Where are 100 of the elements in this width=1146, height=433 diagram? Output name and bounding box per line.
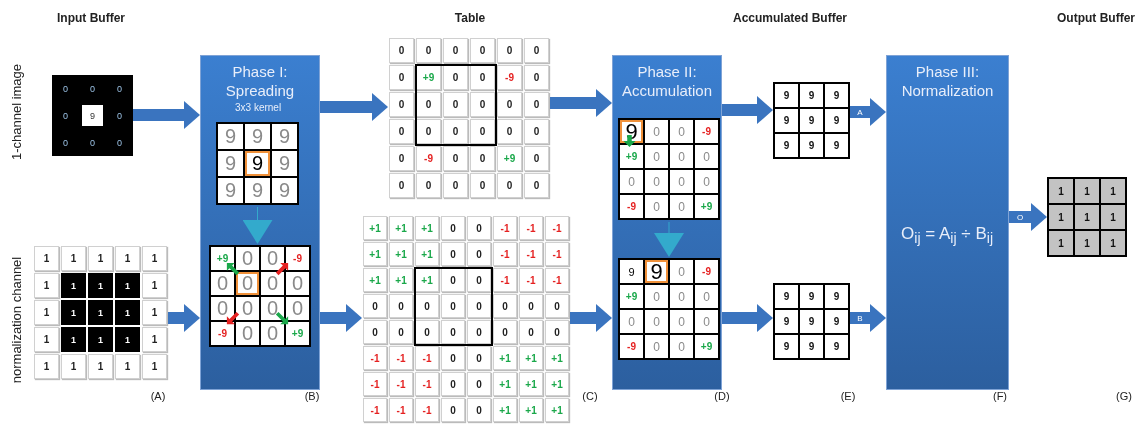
- table-cell: 0: [234, 320, 261, 347]
- table-cell: 9: [270, 176, 299, 205]
- table-cell: 0: [415, 320, 439, 344]
- table-cell: 1: [88, 300, 113, 325]
- panel-letter: (D): [714, 390, 730, 402]
- table-cell: 0: [519, 294, 543, 318]
- table-cell: 0: [470, 92, 495, 117]
- table-cell: +1: [389, 216, 413, 240]
- table-cell: 1: [61, 327, 86, 352]
- table-cell: -1: [389, 398, 413, 422]
- table-cell: +1: [389, 242, 413, 266]
- table-cell: +1: [545, 372, 569, 396]
- table-cell: -9: [618, 333, 645, 360]
- table-cell: 0: [470, 38, 495, 63]
- table-cell: 1: [142, 327, 167, 352]
- table-cell: 0: [668, 333, 695, 360]
- edge-label: O: [1015, 212, 1025, 222]
- table-cell: 0: [443, 173, 468, 198]
- table-cell: 0: [467, 398, 491, 422]
- number-grid: [216, 122, 299, 205]
- table-cell: -1: [415, 372, 439, 396]
- table-cell: 1: [61, 246, 86, 271]
- number-grid: [773, 283, 850, 360]
- table-cell: +1: [389, 268, 413, 292]
- table-cell: 1: [34, 300, 59, 325]
- table-cell: -1: [545, 216, 569, 240]
- table-cell: 1: [34, 246, 59, 271]
- table-cell: 0: [643, 333, 670, 360]
- panel-letter: (A): [150, 390, 166, 402]
- table-cell: 1: [1099, 229, 1127, 257]
- table-cell: 1: [88, 327, 113, 352]
- panel-letter: (C): [582, 390, 598, 402]
- table-cell: 0: [693, 283, 720, 310]
- column-heading: Accumulated Buffer: [733, 11, 847, 25]
- arrow: [133, 101, 200, 129]
- table-cell: +1: [519, 346, 543, 370]
- table-cell: 0: [467, 268, 491, 292]
- table-cell: 0: [416, 119, 441, 144]
- table-cell: 0: [470, 173, 495, 198]
- table-cell: 0: [441, 242, 465, 266]
- table-cell: 0: [524, 38, 549, 63]
- table-cell: -1: [519, 268, 543, 292]
- table-cell: 0: [524, 119, 549, 144]
- panel-letter: (B): [304, 390, 320, 402]
- table-cell: 0: [493, 320, 517, 344]
- edge-label: B: [856, 313, 864, 323]
- arrow: [850, 304, 886, 332]
- table-cell: 1: [115, 300, 140, 325]
- table-cell: 1: [88, 354, 113, 379]
- table-cell: 0: [524, 173, 549, 198]
- table-cell: -9: [497, 65, 522, 90]
- table-cell: +1: [415, 242, 439, 266]
- table-cell: -1: [363, 372, 387, 396]
- table-cell: -9: [618, 193, 645, 220]
- arrow: [242, 206, 273, 244]
- number-grid: [362, 215, 570, 423]
- table-cell: 0: [493, 294, 517, 318]
- pixel-grid: [52, 75, 133, 156]
- table-cell: -1: [363, 346, 387, 370]
- table-cell: 1: [142, 273, 167, 298]
- table-cell: +1: [493, 372, 517, 396]
- table-cell: -1: [493, 216, 517, 240]
- table-cell: 9: [216, 176, 245, 205]
- table-cell: +9: [497, 146, 522, 171]
- table-cell: 0: [443, 146, 468, 171]
- table-cell: -1: [545, 268, 569, 292]
- table-cell: 1: [142, 300, 167, 325]
- table-cell: +1: [519, 372, 543, 396]
- table-cell: 0: [389, 173, 414, 198]
- number-grid: [618, 118, 720, 220]
- table-cell: 0: [389, 294, 413, 318]
- arrow: [320, 304, 362, 332]
- table-cell: 9: [270, 149, 299, 178]
- table-cell: 0: [693, 308, 720, 335]
- table-cell: 9: [823, 283, 850, 310]
- table-cell: 1: [61, 300, 86, 325]
- table-cell: -9: [693, 118, 720, 145]
- table-cell: 1: [61, 273, 86, 298]
- arrow: [550, 89, 612, 117]
- table-cell: 0: [545, 294, 569, 318]
- table-cell: -9: [693, 258, 720, 285]
- table-cell: 0: [441, 216, 465, 240]
- edge-label: A: [856, 107, 864, 117]
- arrow: [722, 304, 773, 332]
- table-cell: 0: [524, 65, 549, 90]
- panel-title: Phase II: Accumulation: [620, 62, 713, 100]
- table-cell: 0: [443, 65, 468, 90]
- table-cell: 1: [142, 246, 167, 271]
- table-cell: -1: [389, 346, 413, 370]
- table-cell: 0: [524, 92, 549, 117]
- table-cell: 0: [363, 320, 387, 344]
- table-cell: 9: [243, 176, 272, 205]
- table-cell: 0: [497, 38, 522, 63]
- table-cell: 0: [693, 168, 720, 195]
- table-cell: 0: [497, 119, 522, 144]
- table-cell: 0: [441, 320, 465, 344]
- table-cell: 0: [389, 92, 414, 117]
- table-cell: 0: [441, 372, 465, 396]
- table-cell: +9: [693, 333, 720, 360]
- table-cell: -1: [519, 216, 543, 240]
